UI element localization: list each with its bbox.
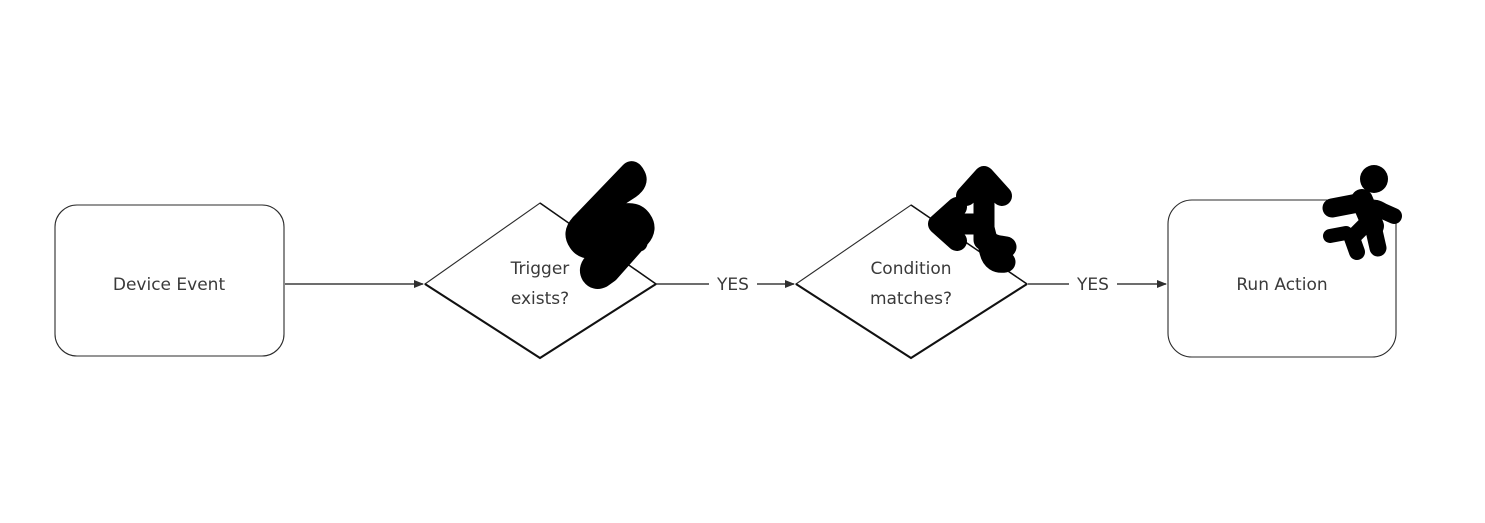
edge-trigger-to-condition: YES bbox=[656, 275, 795, 295]
run-action-label: Run Action bbox=[1236, 275, 1327, 295]
branch-fork-arrow-icon bbox=[928, 166, 1017, 273]
edge-label-yes-2: YES bbox=[1076, 275, 1109, 295]
trigger-exists-label-line-1: Trigger bbox=[510, 259, 570, 279]
node-run-action[interactable]: Run Action bbox=[1167, 165, 1402, 358]
condition-matches-label-line-1: Condition bbox=[870, 259, 951, 279]
edge-condition-to-action: YES bbox=[1028, 275, 1167, 295]
condition-matches-diamond-lower-edge bbox=[795, 283, 1028, 360]
running-person-icon bbox=[1322, 165, 1402, 260]
device-event-box[interactable] bbox=[54, 204, 285, 357]
condition-matches-label-line-2: matches? bbox=[870, 289, 952, 309]
node-device-event[interactable]: Device Event bbox=[54, 204, 285, 357]
device-event-label: Device Event bbox=[113, 275, 226, 295]
lightning-bolt-icon bbox=[565, 161, 655, 289]
trigger-exists-diamond-lower-edge bbox=[424, 283, 657, 360]
edge-label-yes-1: YES bbox=[716, 275, 749, 295]
node-trigger-exists[interactable]: Trigger exists? bbox=[424, 161, 657, 360]
node-condition-matches[interactable]: Condition matches? bbox=[795, 166, 1028, 360]
trigger-exists-label-line-2: exists? bbox=[511, 289, 569, 309]
